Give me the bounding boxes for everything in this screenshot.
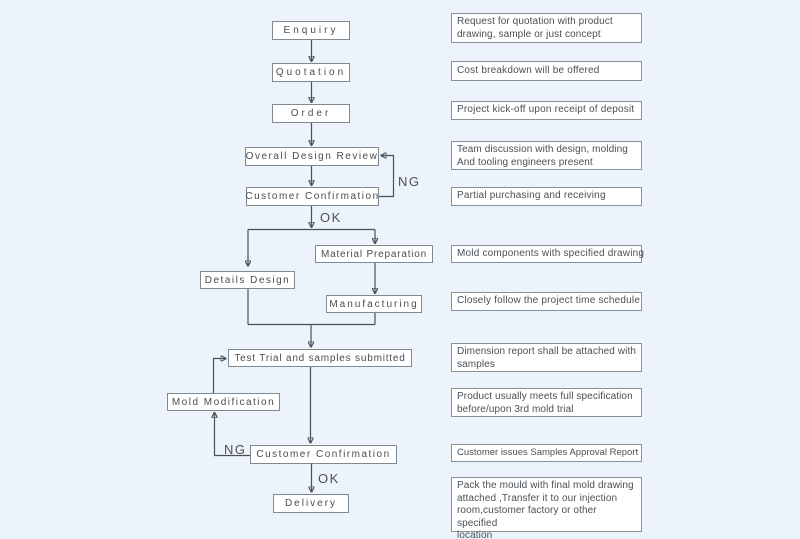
flow-node-customer-confirmation-1: Customer Confirmation — [245, 187, 379, 206]
description-box-confirmation: Partial purchasing and receiving — [451, 187, 642, 206]
flow-node-order: Order — [272, 104, 350, 123]
description-box-manufacturing: Closely follow the project time schedule — [451, 292, 642, 311]
description-box-mold-trial: Product usually meets full specification… — [451, 388, 642, 417]
edge-label-ng-design-loop: NG — [398, 174, 421, 189]
description-box-design-review: Team discussion with design, molding And… — [451, 141, 642, 170]
description-box-order: Project kick-off upon receipt of deposit — [451, 101, 642, 120]
flow-node-material-preparation: Material Preparation — [315, 245, 433, 263]
flow-node-customer-confirmation-2: Customer Confirmation — [250, 445, 397, 464]
edge-label-ok-final: OK — [318, 471, 340, 486]
edge-label-ok-design: OK — [320, 210, 342, 225]
description-box-approval: Customer issues Samples Approval Report — [451, 444, 642, 462]
description-box-quotation: Cost breakdown will be offered — [451, 61, 642, 81]
flow-node-enquiry: Enquiry — [272, 21, 350, 40]
edge-label-ng-trial-loop: NG — [224, 442, 247, 457]
flow-node-manufacturing: Manufacturing — [326, 295, 422, 313]
flow-node-overall-design-review: Overall Design Review — [245, 147, 379, 166]
flow-node-quotation: Quotation — [272, 63, 350, 82]
flow-node-delivery: Delivery — [273, 494, 349, 513]
flow-node-details-design: Details Design — [200, 271, 295, 289]
description-box-enquiry: Request for quotation with product drawi… — [451, 13, 642, 43]
flow-node-test-trial: Test Trial and samples submitted — [228, 349, 412, 367]
description-box-test-trial: Dimension report shall be attached with … — [451, 343, 642, 372]
description-box-delivery: Pack the mould with final mold drawing a… — [451, 477, 642, 539]
description-box-material: Mold components with specified drawing — [451, 245, 644, 263]
flow-node-mold-modification: Mold Modification — [167, 393, 280, 411]
